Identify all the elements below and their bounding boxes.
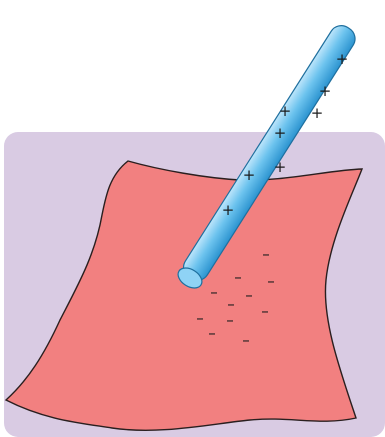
rod-charge-plus: + <box>274 158 287 176</box>
rod-charge-plus: + <box>274 124 287 142</box>
cloth-charge-minus: – <box>262 245 270 263</box>
cloth-charge-minus: – <box>234 268 242 286</box>
rod-charge-plus: + <box>319 82 332 100</box>
cloth-charge-minus: – <box>261 302 269 320</box>
cloth-charge-minus: – <box>210 283 218 301</box>
cloth-charge-minus: – <box>208 324 216 342</box>
rod-charge-plus: + <box>336 50 349 68</box>
rod-charge-plus: + <box>243 166 256 184</box>
cloth-charge-minus: – <box>196 309 204 327</box>
cloth-charge-minus: – <box>245 286 253 304</box>
cloth-charge-minus: – <box>242 331 250 349</box>
cloth-charge-minus: – <box>226 311 234 329</box>
rod-charge-plus: + <box>311 104 324 122</box>
rod-charge-plus: + <box>279 102 292 120</box>
cloth-charge-minus: – <box>267 272 275 290</box>
rod-charge-plus: + <box>222 201 235 219</box>
